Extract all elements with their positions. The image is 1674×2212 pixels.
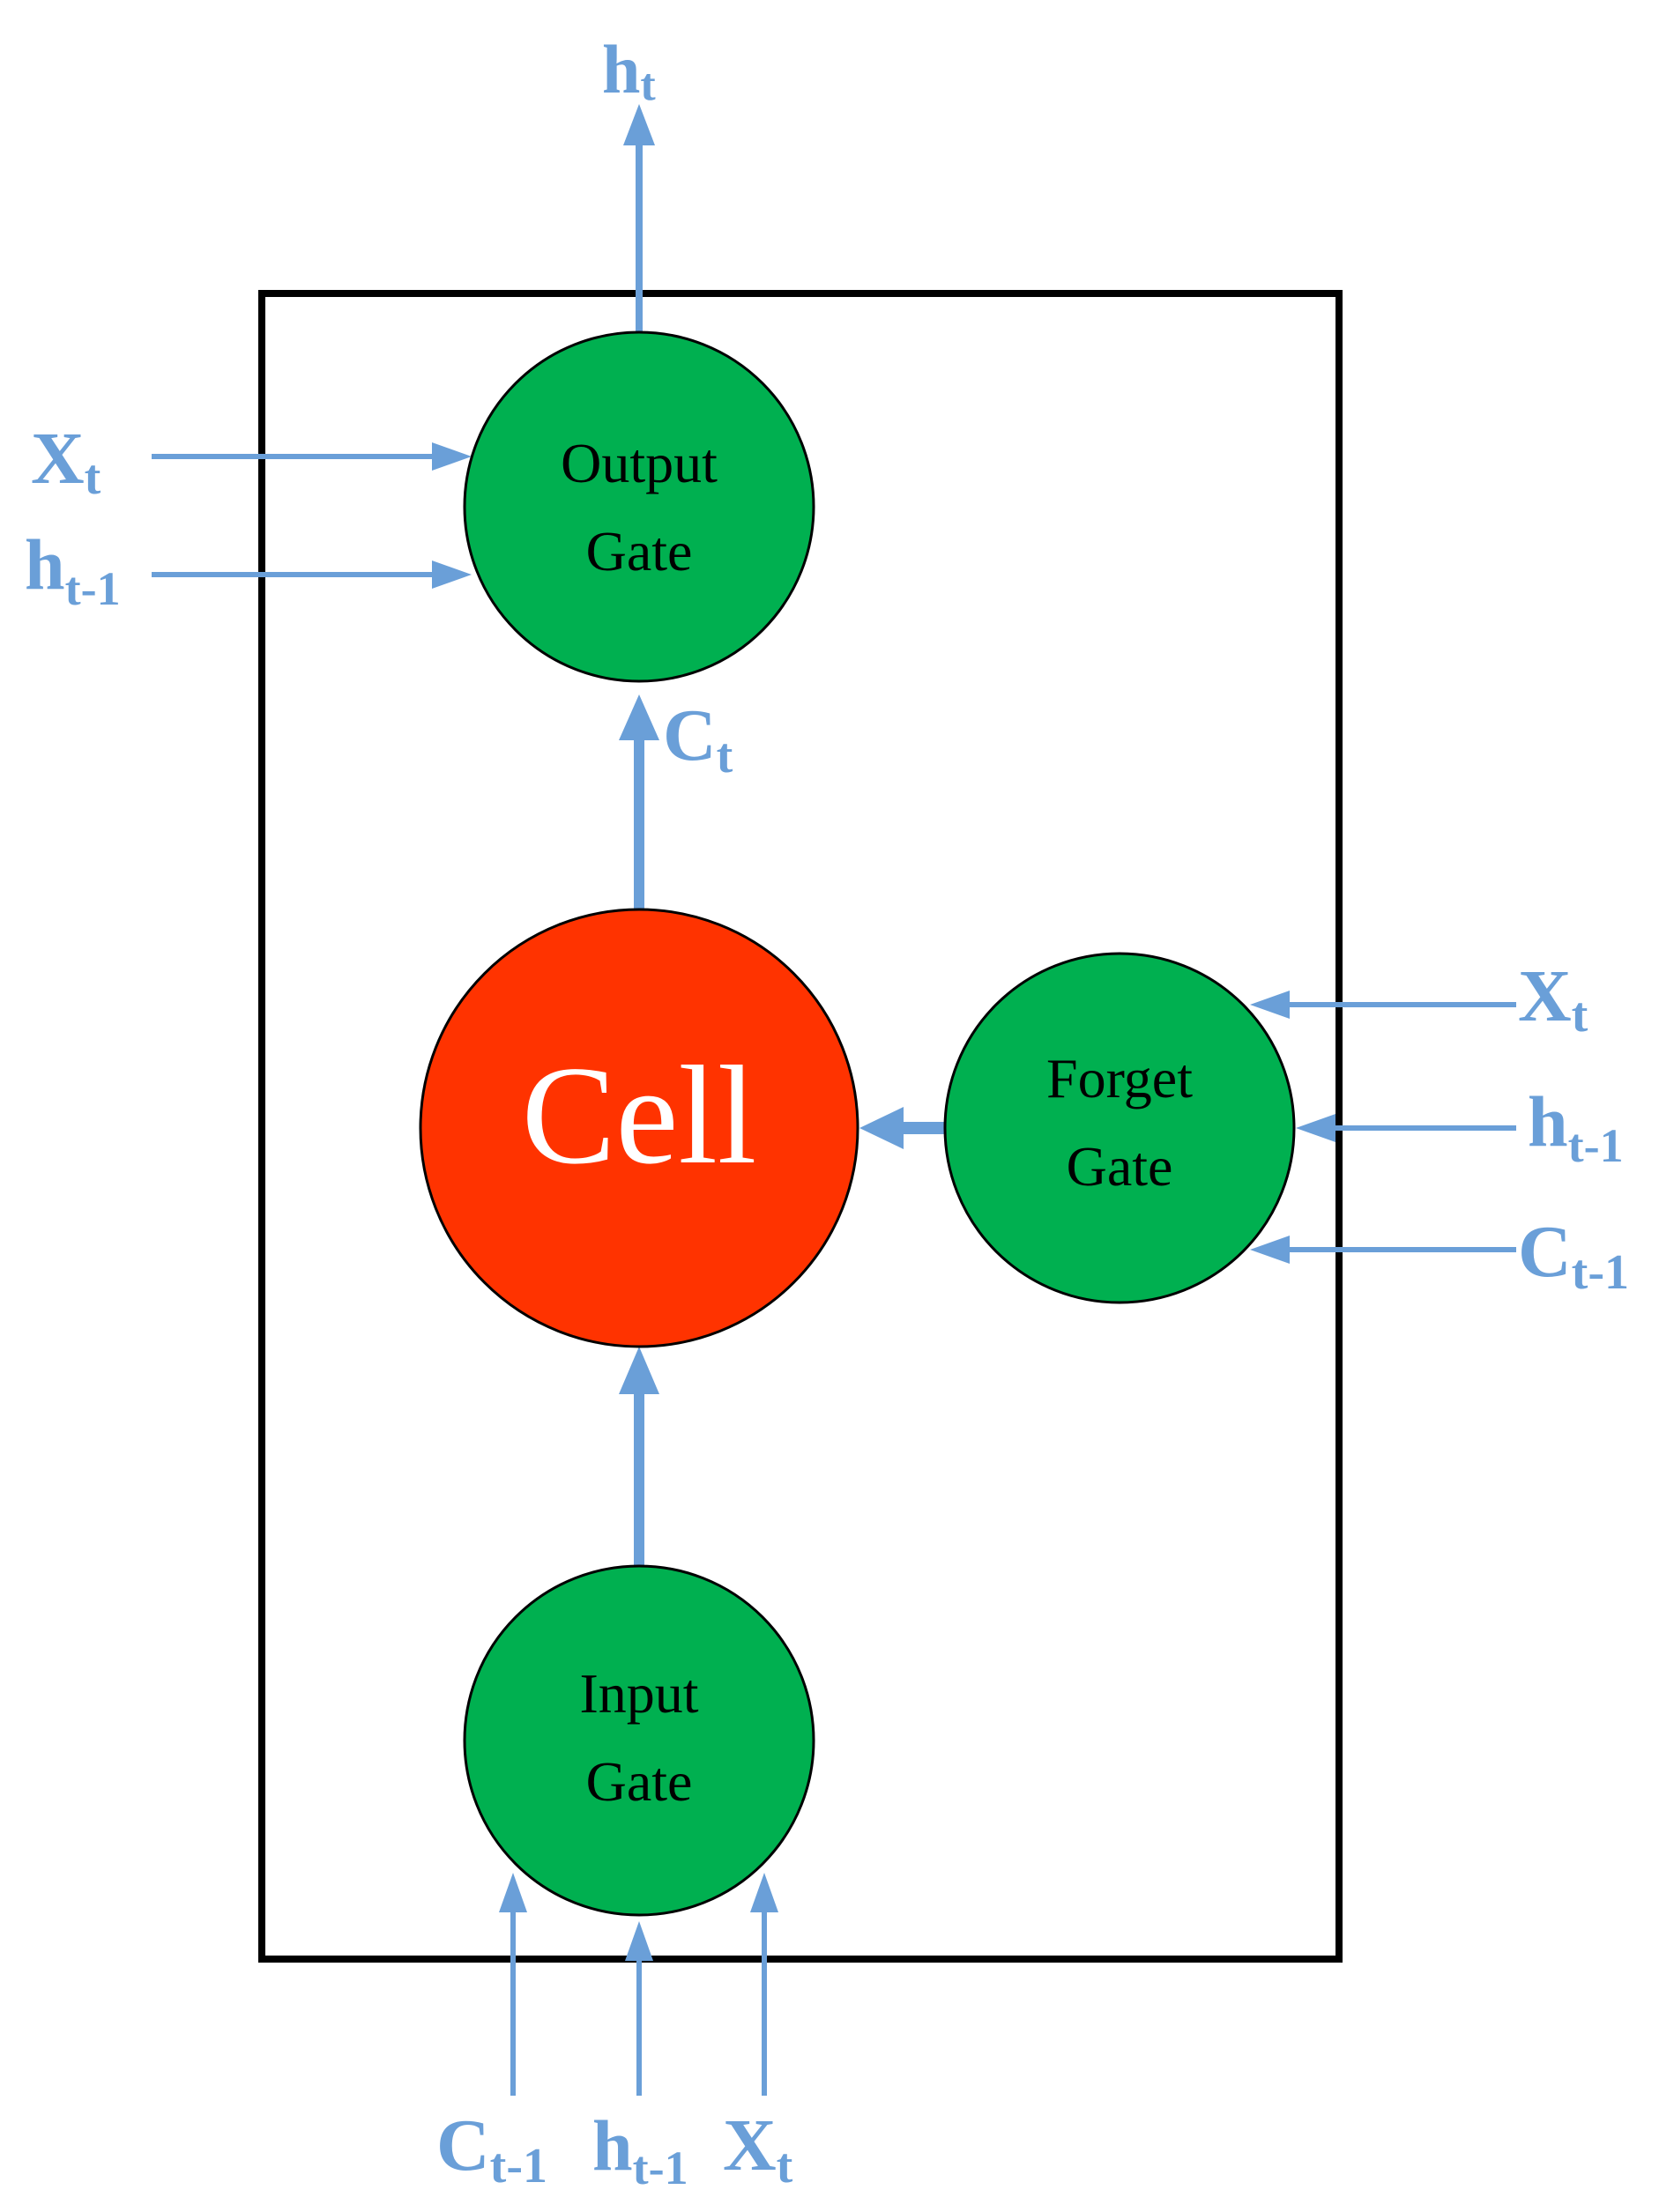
- output-gate-label: Output: [561, 432, 718, 494]
- output-arrow: [623, 104, 655, 339]
- input-gate-x-arrow: [750, 1873, 778, 2096]
- forget-gate-h-arrow: [1296, 1114, 1516, 1142]
- output-gate-node: Output Gate: [463, 330, 815, 683]
- input-gate-node: Input Gate: [463, 1564, 815, 1917]
- signal-input-gate-x: Xt: [723, 2104, 793, 2193]
- input-to-cell-arrow: [619, 1347, 659, 1570]
- cell-circle: [419, 908, 859, 1348]
- input-gate-circle: [463, 1564, 815, 1917]
- output-gate-x-arrow: [152, 442, 472, 471]
- input-gate-label-2: Gate: [586, 1750, 693, 1813]
- forget-gate-circle: [943, 952, 1296, 1304]
- input-gate-h-arrow: [625, 1921, 653, 2096]
- signal-output-gate-h: ht-1: [25, 524, 121, 615]
- input-gate-c-arrow: [499, 1873, 527, 2096]
- signal-input-gate-h: ht-1: [592, 2105, 688, 2194]
- forget-gate-c-arrow: [1250, 1236, 1516, 1264]
- signal-output-gate-x: Xt: [31, 418, 101, 505]
- signal-forget-gate-h: ht-1: [1528, 1081, 1624, 1172]
- signal-input-gate-c: Ct-1: [436, 2104, 547, 2193]
- output-gate-label-2: Gate: [586, 520, 693, 583]
- signal-top-output: ht: [602, 31, 656, 110]
- output-gate-h-arrow: [152, 560, 472, 589]
- output-gate-circle: [463, 330, 815, 683]
- forget-to-cell-arrow: [859, 1107, 946, 1149]
- cell-label: Cell: [522, 1036, 757, 1193]
- input-gate-label: Input: [579, 1662, 698, 1725]
- cell-node: Cell: [419, 908, 859, 1348]
- forget-gate-x-arrow: [1250, 991, 1516, 1019]
- signal-cell-state: Ct: [663, 694, 733, 783]
- signal-forget-gate-c: Ct-1: [1518, 1211, 1629, 1300]
- forget-gate-label-2: Gate: [1067, 1135, 1173, 1198]
- forget-gate-label: Forget: [1046, 1047, 1193, 1110]
- cell-to-output-arrow: [619, 694, 659, 909]
- signal-forget-gate-x: Xt: [1518, 955, 1588, 1043]
- forget-gate-node: Forget Gate: [943, 952, 1296, 1304]
